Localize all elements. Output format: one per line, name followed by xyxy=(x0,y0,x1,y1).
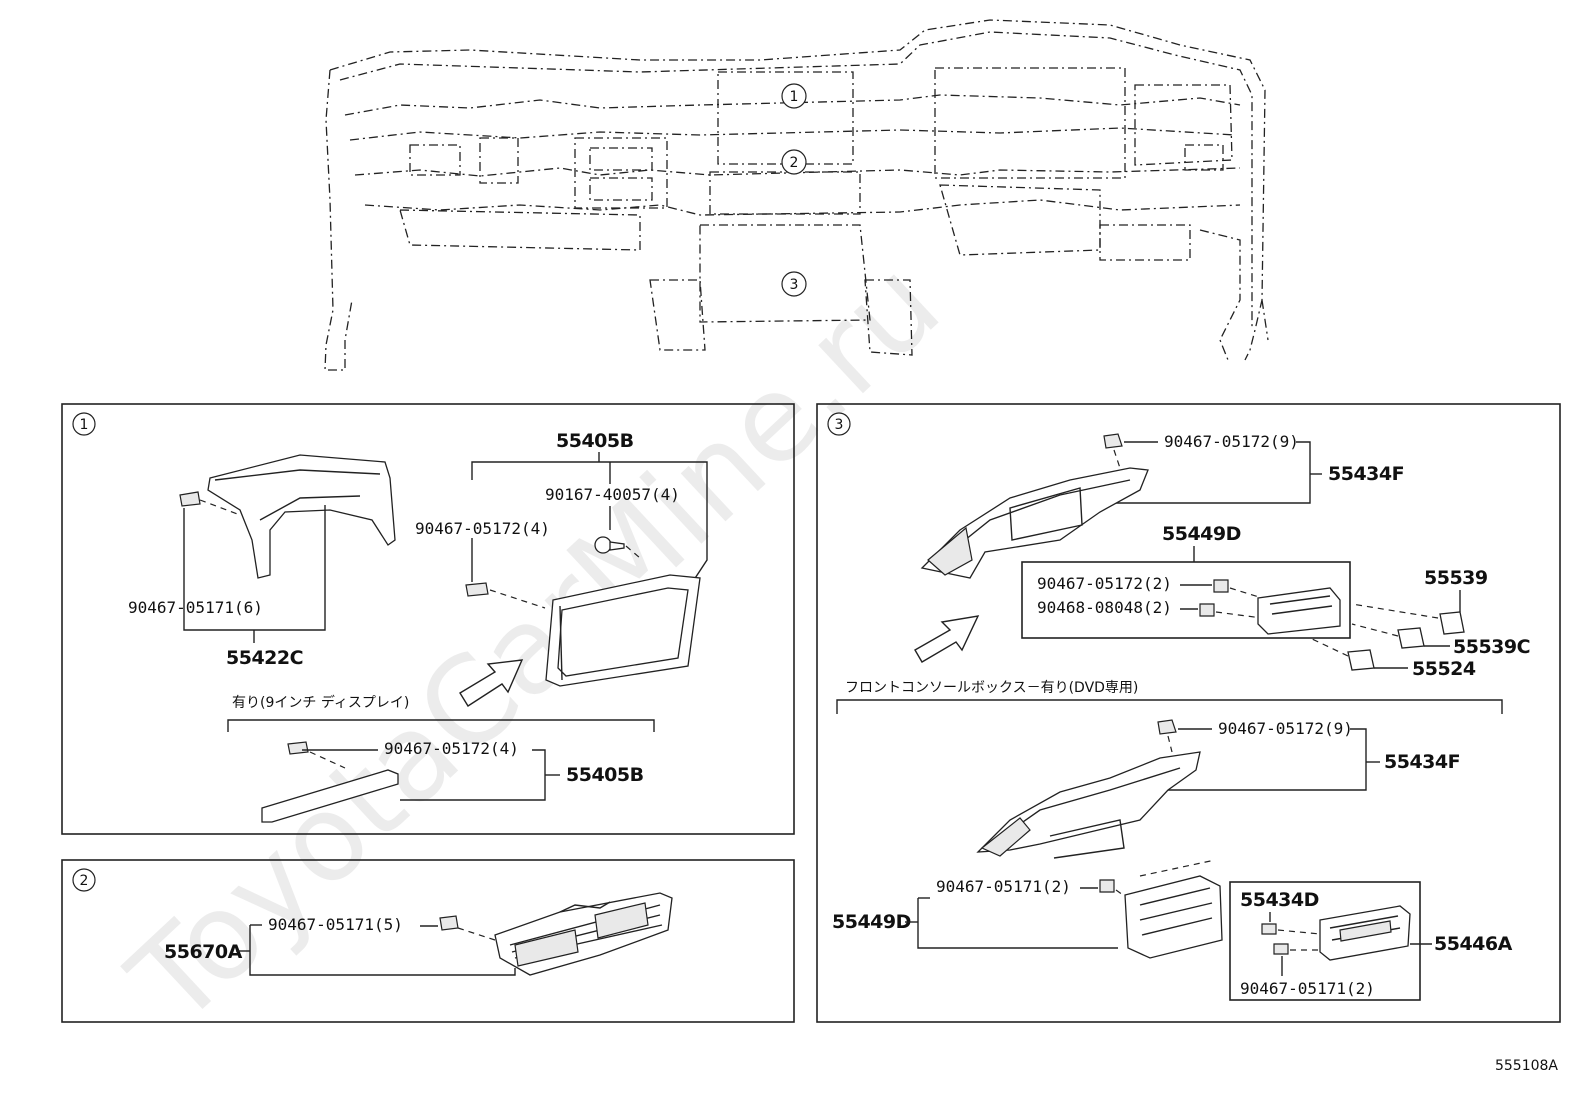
label-55670A: 55670A xyxy=(164,941,243,963)
overview-callout-2-label: 2 xyxy=(790,155,799,171)
section-3-panel: 3 90467-05172(9) 55434F 55449D 90467-051… xyxy=(816,403,1561,1023)
screw-90167 xyxy=(594,536,625,554)
label-90467-05172-4-top: 90467-05172(4) xyxy=(415,519,550,538)
label-90467-05171-6: 90467-05171(6) xyxy=(128,598,263,617)
label-90467-05171-2-a: 90467-05171(2) xyxy=(936,877,1071,896)
label-90467-05171-5: 90467-05171(5) xyxy=(268,915,403,934)
part-55449D-switch-base xyxy=(1257,587,1341,635)
overview-callout-3-label: 3 xyxy=(790,277,799,293)
label-90467-05172-9-b: 90467-05172(9) xyxy=(1218,719,1353,738)
label-90467-05172-9-a: 90467-05172(9) xyxy=(1164,432,1299,451)
overview-callout-1-label: 1 xyxy=(790,89,799,105)
label-55405B-bottom: 55405B xyxy=(566,764,644,786)
part-55434F-upper xyxy=(920,467,1149,579)
label-55446A: 55446A xyxy=(1434,933,1513,955)
label-55539C: 55539C xyxy=(1453,636,1530,658)
label-90467-05172-4-bottom: 90467-05172(4) xyxy=(384,739,519,758)
part-55446A-switch-panel xyxy=(1319,905,1411,961)
label-55539: 55539 xyxy=(1424,567,1488,589)
label-55434F-a: 55434F xyxy=(1328,463,1404,485)
view-direction-arrow-1 xyxy=(459,659,524,707)
section-2-panel: 2 55670A 90467-05171(5) xyxy=(61,859,795,1023)
part-55449D-dvd-unit xyxy=(1124,859,1223,959)
part-55434F-lower xyxy=(976,751,1201,859)
label-90468-08048-2: 90468-08048(2) xyxy=(1037,598,1172,617)
section-1-panel: 1 55422C 90467-05171(6) 55405B 90167-400… xyxy=(61,403,795,835)
display-frame-55405B xyxy=(545,574,701,687)
overview-callout-1 xyxy=(781,83,807,109)
label-90467-05172-2: 90467-05172(2) xyxy=(1037,574,1172,593)
option-label-9inch-display: 有り(9インチ ディスプレイ) xyxy=(232,694,409,711)
overview-callout-3 xyxy=(781,271,807,297)
switch-55524 xyxy=(1347,649,1375,671)
part-55422C-hood xyxy=(179,454,396,579)
section-1-number: 1 xyxy=(80,417,89,433)
label-55434D: 55434D xyxy=(1240,889,1319,911)
view-direction-arrow-3 xyxy=(914,615,980,663)
trim-strip xyxy=(261,769,399,823)
label-55434F-b: 55434F xyxy=(1384,751,1460,773)
section-3-number: 3 xyxy=(835,417,844,433)
part-55670A-vent-panel xyxy=(494,892,673,976)
label-55422C: 55422C xyxy=(226,647,303,669)
overview-callout-2 xyxy=(781,149,807,175)
label-90467-05171-2-b: 90467-05171(2) xyxy=(1240,979,1375,998)
diagram-code: 555108A xyxy=(1495,1058,1558,1074)
section-2-number: 2 xyxy=(80,873,89,889)
label-55524: 55524 xyxy=(1412,658,1476,680)
dashboard-overview: 1 2 3 xyxy=(324,19,1269,371)
label-55405B-top: 55405B xyxy=(556,430,634,452)
label-55449D-a: 55449D xyxy=(1162,523,1241,545)
label-55449D-b: 55449D xyxy=(832,911,911,933)
label-90167-40057-4: 90167-40057(4) xyxy=(545,485,680,504)
switch-55539 xyxy=(1439,611,1465,635)
option-label-front-console-dvd: フロントコンソールボックス－有り(DVD専用) xyxy=(845,680,1138,696)
switch-55539C xyxy=(1397,627,1425,649)
